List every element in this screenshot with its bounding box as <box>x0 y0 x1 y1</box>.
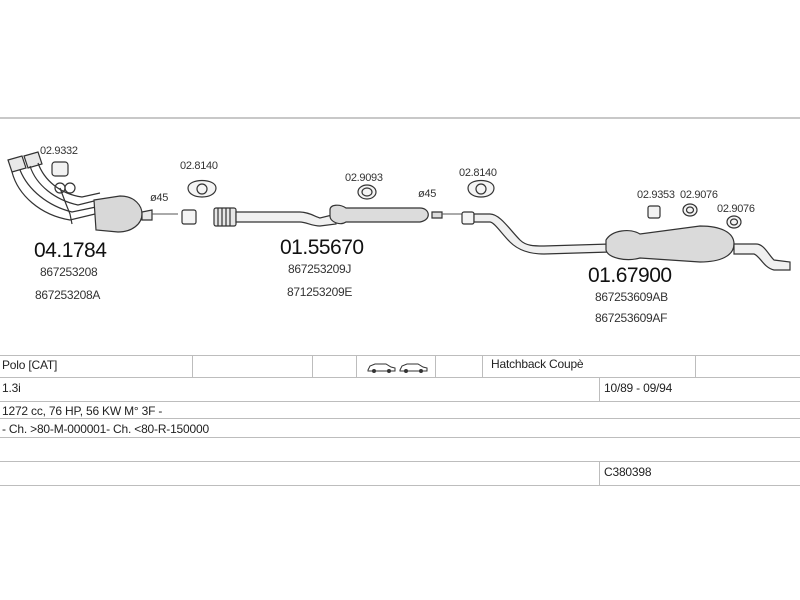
middle-silencer <box>329 204 443 225</box>
table-divider <box>192 355 193 377</box>
table-line <box>0 437 800 438</box>
label-diameter-2: ø45 <box>418 188 437 200</box>
vehicle-code: C380398 <box>604 465 652 479</box>
table-line <box>0 401 800 402</box>
manifold-part <box>7 151 153 233</box>
ring-02-9076-a <box>682 203 698 217</box>
table-line <box>0 461 800 462</box>
label-diameter-1: ø45 <box>150 192 169 204</box>
label-ring-rear-2: 02.9076 <box>717 203 755 215</box>
manifold-flange-1 <box>7 155 27 173</box>
table-divider <box>435 355 436 377</box>
exhaust-drawing <box>7 151 791 271</box>
label-ring-middle: 02.9093 <box>345 172 383 184</box>
manifold-flange-2 <box>23 151 43 169</box>
vehicle-spec: 1272 cc, 76 HP, 56 KW M° 3F - <box>2 404 163 418</box>
part-number-rear-silencer: 01.67900 <box>588 264 672 287</box>
label-clamp-manifold: 02.9332 <box>40 145 78 157</box>
rear-pipe <box>473 213 611 255</box>
oem-manifold-1: 867253208 <box>40 265 98 279</box>
vehicle-years: 10/89 - 09/94 <box>604 381 673 395</box>
table-divider <box>482 355 483 377</box>
oem-manifold-2: 867253208A <box>35 288 101 302</box>
top-border <box>0 117 800 119</box>
catalyst-body <box>93 195 143 233</box>
car-body-icon <box>367 363 428 373</box>
flange-02-8140-b <box>461 179 495 225</box>
table-divider <box>695 355 696 377</box>
oem-middle-2: 871253209E <box>287 285 353 299</box>
part-number-middle-silencer: 01.55670 <box>280 236 364 259</box>
clamp-02-9332 <box>51 161 76 194</box>
rear-silencer <box>605 225 791 271</box>
oem-rear-2: 867253609AF <box>595 311 668 325</box>
vehicle-chassis: - Ch. >80-M-000001- Ch. <80-R-150000 <box>2 422 209 436</box>
table-divider <box>312 355 313 377</box>
part-number-manifold: 04.1784 <box>34 239 107 262</box>
clip-02-9353 <box>647 205 661 219</box>
label-flange-1: 02.8140 <box>180 160 218 172</box>
oem-rear-1: 867253609AB <box>595 290 668 304</box>
table-line <box>0 485 800 486</box>
front-pipe <box>213 207 337 227</box>
table-divider <box>356 355 357 377</box>
label-clip-rear: 02.9353 <box>637 189 675 201</box>
ring-02-9076-b <box>726 215 742 229</box>
ring-02-9093 <box>357 184 377 200</box>
table-line <box>0 377 800 378</box>
vehicle-body: Hatchback Coupè <box>491 357 584 371</box>
table-divider <box>599 377 600 401</box>
oem-middle-1: 867253209J <box>288 262 352 276</box>
table-divider <box>599 461 600 485</box>
table-line <box>0 355 800 356</box>
label-ring-rear-1: 02.9076 <box>680 189 718 201</box>
table-line <box>0 418 800 419</box>
label-flange-2: 02.8140 <box>459 167 497 179</box>
vehicle-model: Polo [CAT] <box>2 358 58 372</box>
flange-02-8140-a <box>181 179 217 225</box>
vehicle-engine: 1.3i <box>2 381 21 395</box>
